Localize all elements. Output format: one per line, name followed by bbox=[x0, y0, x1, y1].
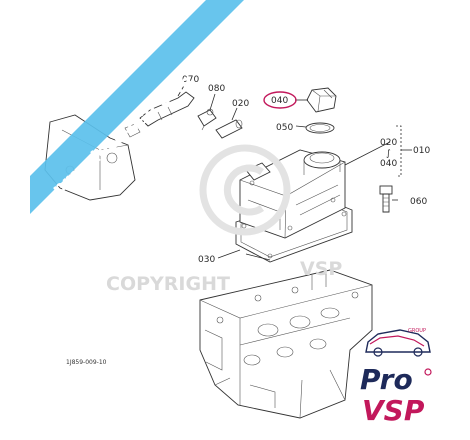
hose-020 bbox=[215, 119, 243, 139]
tilde-mark: ∫ bbox=[386, 149, 391, 159]
callout-040-highlight bbox=[263, 91, 297, 109]
logo-pro: Pro bbox=[360, 363, 413, 396]
breather-hose-070 bbox=[139, 91, 195, 127]
callout-020-group: 020 bbox=[380, 138, 397, 148]
callout-020-hose: 020 bbox=[232, 99, 249, 109]
callout-030: 030 bbox=[198, 255, 215, 265]
callout-050: 050 bbox=[276, 123, 293, 133]
copyright-watermark: COPYRIGHT VSP bbox=[106, 144, 342, 295]
o-ring-050 bbox=[305, 122, 335, 134]
callout-010: 010 bbox=[413, 146, 430, 156]
callout-070: 070 bbox=[182, 75, 199, 85]
car-icon bbox=[365, 329, 431, 353]
figure-code: 1J859-009-10 bbox=[66, 359, 107, 366]
callout-leaders: ∫ bbox=[177, 83, 412, 261]
logo-vsp: VSP bbox=[362, 394, 425, 427]
callout-040: 040 bbox=[271, 96, 288, 106]
callout-080: 080 bbox=[208, 84, 225, 94]
clamp-080 bbox=[197, 108, 217, 131]
logo-group: GROUP bbox=[408, 328, 426, 334]
oil-filler-cap-040 bbox=[306, 87, 337, 113]
valve-cover-010 bbox=[239, 149, 346, 239]
logo-flower-icon bbox=[424, 368, 432, 376]
callout-060: 060 bbox=[410, 197, 427, 207]
bolt-060 bbox=[379, 185, 393, 213]
cylinder-head-block bbox=[199, 269, 373, 419]
callout-040-group: 040 bbox=[380, 159, 397, 169]
watermark-vsp: VSP bbox=[300, 258, 342, 280]
provsp-logo: GROUP Pro VSP bbox=[360, 328, 432, 427]
watermark-copyright: COPYRIGHT bbox=[106, 273, 230, 295]
